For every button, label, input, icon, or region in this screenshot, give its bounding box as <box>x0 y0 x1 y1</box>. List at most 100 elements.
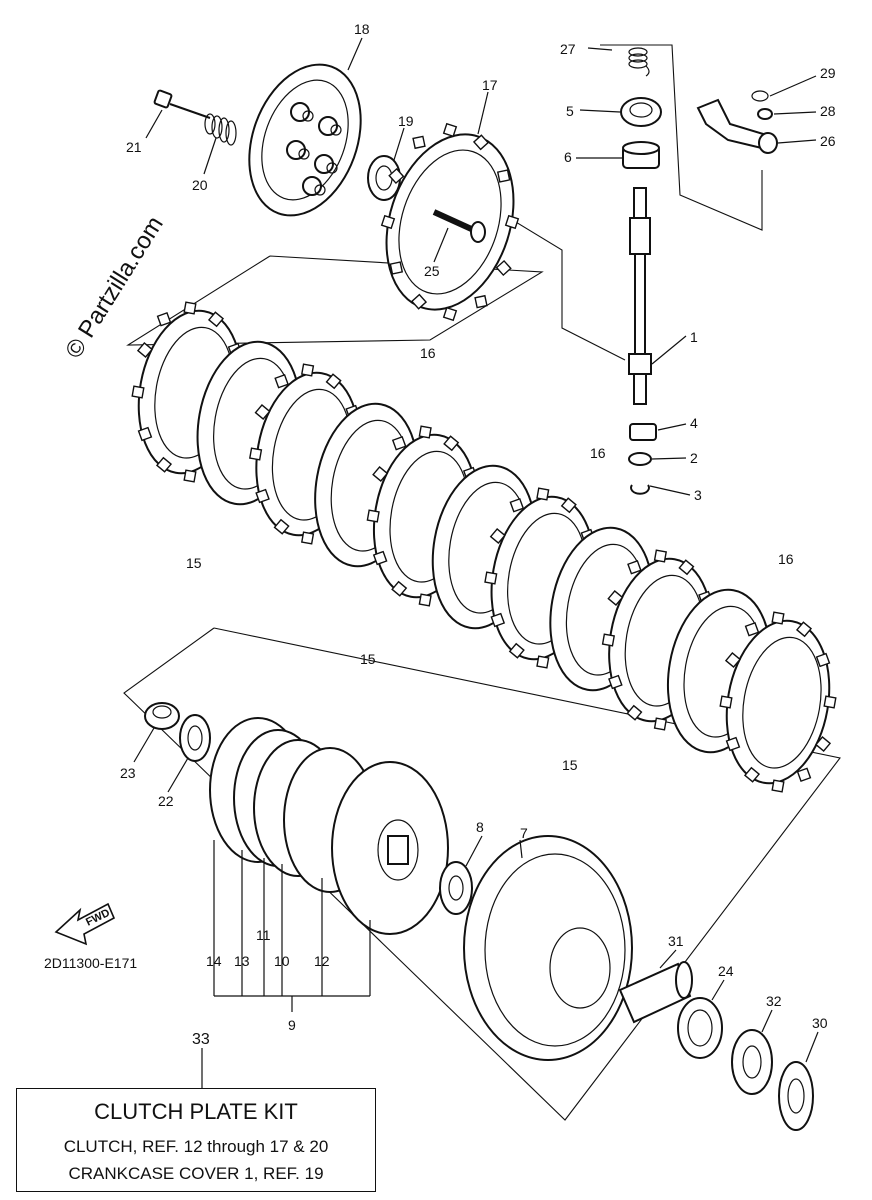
callout-22: 22 <box>158 793 174 809</box>
callout-33: 33 <box>192 1031 210 1048</box>
plate-tab <box>388 167 405 185</box>
callout-24: 24 <box>718 963 734 979</box>
callout-16-top: 16 <box>420 345 436 361</box>
plate-tab <box>389 261 404 275</box>
plate-tab <box>508 642 525 659</box>
washer-28 <box>757 108 773 120</box>
spring-boss-hole <box>314 184 326 196</box>
callout-32: 32 <box>766 993 782 1009</box>
plate-tab <box>504 214 520 230</box>
plate-tab <box>207 311 225 328</box>
callout-15-mid: 15 <box>360 651 376 667</box>
callout-13: 13 <box>234 953 250 969</box>
push-lever-26 <box>696 98 778 154</box>
plate-tab <box>653 549 668 563</box>
callout-1: 1 <box>690 329 698 345</box>
kit-title: CLUTCH PLATE KIT <box>94 1099 298 1124</box>
plate-tab <box>496 169 511 183</box>
clutch-plate-kit-box: CLUTCH PLATE KIT CLUTCH, REF. 12 through… <box>16 1088 376 1192</box>
plate-tab <box>442 122 458 138</box>
plate-tab <box>601 633 616 647</box>
plate-tab <box>743 766 761 783</box>
plate-outer <box>725 619 831 785</box>
callout-30: 30 <box>812 1015 828 1031</box>
plate-tab <box>795 621 813 638</box>
plate-tab <box>678 559 695 576</box>
plate-tab <box>183 301 197 315</box>
circlip-29 <box>751 90 769 102</box>
plate-tab <box>771 779 785 793</box>
callout-25: 25 <box>424 263 440 279</box>
plate-tab <box>273 518 290 535</box>
plate-tab <box>490 612 506 628</box>
plate-tab <box>489 527 506 545</box>
plate-tab <box>495 259 512 277</box>
spring-27 <box>628 47 650 77</box>
primary-driven-gear-7 <box>463 835 633 1061</box>
callout-numbers: 18 17 19 21 20 25 27 5 6 29 28 26 1 4 2 … <box>120 21 836 1048</box>
plate-tab <box>372 550 388 566</box>
plate-inner <box>742 636 822 769</box>
plate-tab <box>719 695 733 709</box>
plate-tab <box>412 135 426 150</box>
plate-tab <box>372 465 389 483</box>
plate-tab <box>131 385 145 399</box>
callout-23: 23 <box>120 765 136 781</box>
spring-boss <box>286 140 306 160</box>
callout-7: 7 <box>520 825 528 841</box>
callout-8: 8 <box>476 819 484 835</box>
bearing-6 <box>622 141 660 169</box>
plate-tab <box>771 611 785 625</box>
plate-tab <box>474 294 488 309</box>
plate-tab <box>391 435 407 451</box>
callout-31: 31 <box>668 933 684 949</box>
plate-tab <box>300 363 315 377</box>
plate-tab <box>255 488 270 504</box>
oil-seal-5 <box>620 97 662 127</box>
plate-tab <box>536 655 550 669</box>
plate-tab <box>274 373 289 389</box>
kit-line-crankcase: CRANKCASE COVER 1, REF. 19 <box>68 1164 324 1183</box>
plate-tab <box>484 571 498 585</box>
needle-bearing-24 <box>677 997 723 1059</box>
plate-tab <box>410 293 428 310</box>
plate-tab <box>442 306 458 322</box>
plate-tab <box>815 735 832 753</box>
spring-boss-hole <box>302 110 314 122</box>
plate-tab <box>254 403 271 421</box>
callout-17: 17 <box>482 77 498 93</box>
callout-5: 5 <box>566 103 574 119</box>
plate-tab <box>608 674 623 690</box>
push-rod-25 <box>432 209 486 243</box>
washer-2 <box>628 452 652 466</box>
plate-tab <box>300 531 315 545</box>
pressure-plate-18 <box>248 63 362 217</box>
callout-3: 3 <box>694 487 702 503</box>
clutch-boss-group <box>209 717 449 935</box>
watermark-text: © Partzilla.com <box>60 212 169 363</box>
plate-tab <box>744 621 760 637</box>
spring-boss <box>290 102 310 122</box>
callout-4: 4 <box>690 415 698 431</box>
plate-tab <box>626 704 643 721</box>
spring-boss <box>314 154 334 174</box>
nut-23 <box>144 702 180 730</box>
plate-tab <box>815 652 831 668</box>
callout-16-right: 16 <box>778 551 794 567</box>
plate-tab <box>418 593 432 607</box>
plate-tab <box>443 435 460 452</box>
plate-tab <box>472 134 490 151</box>
callout-27: 27 <box>560 41 576 57</box>
plate-tab <box>653 717 668 731</box>
callout-12: 12 <box>314 953 330 969</box>
circlip-3 <box>630 484 650 495</box>
spring-20 <box>204 113 237 146</box>
callout-9: 9 <box>288 1017 296 1033</box>
callout-15-right: 15 <box>562 757 578 773</box>
spring-boss <box>302 176 322 196</box>
plate-tab <box>796 767 812 783</box>
spring-boss-hole <box>330 124 342 136</box>
bolt-21 <box>153 89 211 119</box>
plate-tab <box>391 580 408 597</box>
